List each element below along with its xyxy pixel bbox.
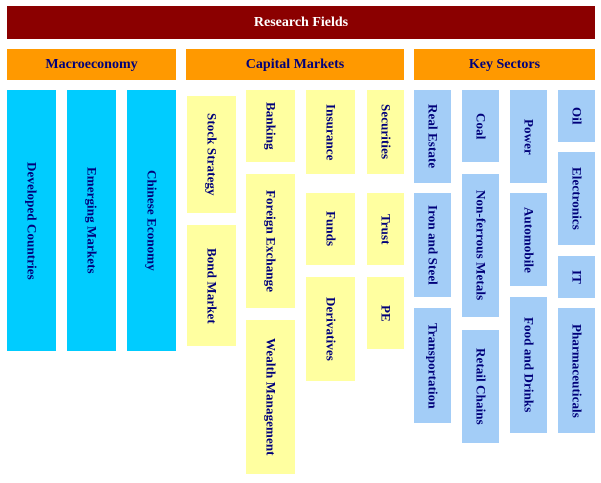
leaf-electronics: Electronics [558, 152, 595, 245]
leaf-transportation: Transportation [414, 308, 451, 423]
leaf-label: Foreign Exchange [263, 189, 279, 293]
leaf-label: Wealth Management [263, 338, 279, 456]
leaf-stock-strategy: Stock Strategy [187, 96, 236, 213]
leaf-wealth-management: Wealth Management [246, 320, 295, 474]
leaf-securities: Securities [367, 90, 404, 174]
leaf-funds: Funds [306, 193, 355, 265]
leaf-label: IT [569, 270, 585, 284]
leaf-label: Non-ferrous Metals [473, 190, 489, 301]
leaf-real-estate: Real Estate [414, 90, 451, 183]
leaf-label: Banking [263, 102, 279, 150]
leaf-label: Retail Chains [473, 348, 489, 425]
research-fields-banner: Research Fields [7, 6, 595, 39]
leaf-iron-and-steel: Iron and Steel [414, 193, 451, 297]
leaf-developed-countries: Developed Countries [7, 90, 56, 351]
category-key-sectors: Key Sectors [414, 49, 595, 80]
leaf-label: Iron and Steel [425, 205, 441, 285]
category-label: Key Sectors [468, 56, 541, 72]
leaf-label: Derivatives [323, 297, 339, 361]
leaf-bond-market: Bond Market [187, 225, 236, 346]
leaf-it: IT [558, 256, 595, 298]
leaf-insurance: Insurance [306, 90, 355, 174]
category-capital-markets: Capital Markets [186, 49, 404, 80]
leaf-label: Funds [323, 211, 339, 247]
leaf-automobile: Automobile [510, 193, 547, 286]
leaf-chinese-economy: Chinese Economy [127, 90, 176, 351]
leaf-label: Securities [378, 104, 394, 160]
leaf-label: Coal [473, 112, 489, 140]
leaf-label: Transportation [425, 322, 441, 409]
leaf-label: Oil [569, 107, 585, 125]
leaf-pharmaceuticals: Pharmaceuticals [558, 308, 595, 433]
leaf-label: Bond Market [204, 247, 220, 324]
leaf-label: Trust [378, 213, 394, 245]
leaf-non-ferrous-metals: Non-ferrous Metals [462, 174, 499, 317]
leaf-oil: Oil [558, 90, 595, 142]
leaf-foreign-exchange: Foreign Exchange [246, 174, 295, 308]
leaf-label: Developed Countries [24, 161, 40, 280]
banner-title: Research Fields [253, 14, 349, 30]
leaf-coal: Coal [462, 90, 499, 162]
leaf-label: Stock Strategy [204, 113, 220, 196]
leaf-label: Power [521, 118, 537, 155]
leaf-trust: Trust [367, 193, 404, 265]
leaf-emerging-markets: Emerging Markets [67, 90, 116, 351]
leaf-label: Pharmaceuticals [569, 323, 585, 418]
leaf-label: Food and Drinks [521, 317, 537, 413]
leaf-label: Chinese Economy [144, 170, 160, 271]
category-label: Macroeconomy [45, 56, 138, 72]
leaf-retail-chains: Retail Chains [462, 330, 499, 443]
category-macroeconomy: Macroeconomy [7, 49, 176, 80]
leaf-power: Power [510, 90, 547, 183]
leaf-label: PE [378, 304, 394, 322]
leaf-food-and-drinks: Food and Drinks [510, 297, 547, 433]
leaf-derivatives: Derivatives [306, 277, 355, 381]
leaf-pe: PE [367, 277, 404, 349]
leaf-label: Insurance [323, 103, 339, 161]
leaf-label: Automobile [521, 206, 537, 273]
leaf-label: Emerging Markets [84, 167, 100, 274]
leaf-label: Real Estate [425, 104, 441, 169]
leaf-label: Electronics [569, 167, 585, 230]
leaf-banking: Banking [246, 90, 295, 162]
category-label: Capital Markets [245, 56, 345, 72]
